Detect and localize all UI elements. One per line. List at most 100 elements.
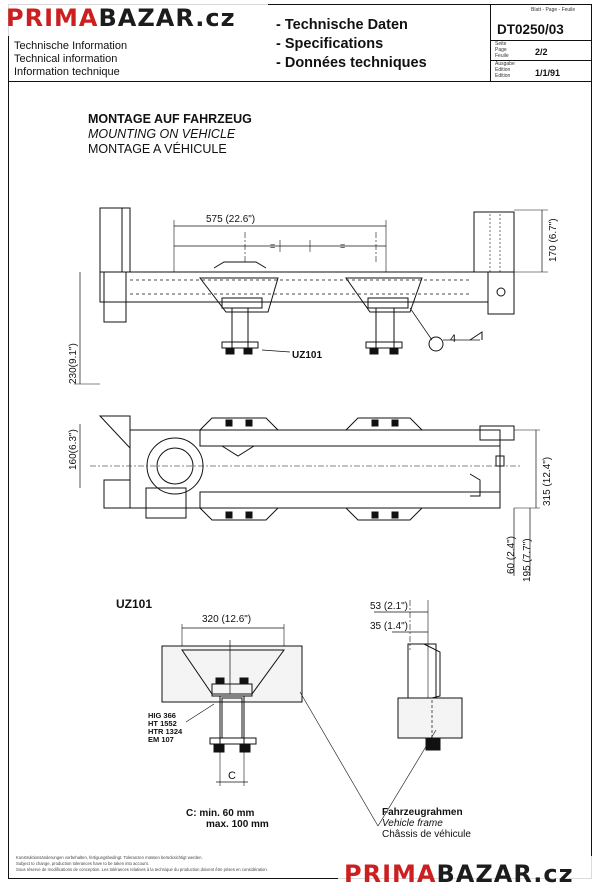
pin-hole [496,287,506,297]
frame-en: Vehicle frame [382,818,443,829]
dim-315-label: 315 (12.4") [542,457,553,506]
detail-bottom-plate [209,737,257,745]
clamp-top-right-lower [345,507,423,521]
nut-icon [215,677,225,685]
nut-icon [239,677,249,685]
model-ht: HT 1552 [148,719,177,728]
eq-mark-right: = [340,241,345,251]
edition-label-en: Edition [495,67,511,73]
callout-leader [261,349,291,353]
model-htr: HTR 1324 [148,727,183,736]
top-rail-upper [199,429,501,447]
footer-de: Konstruktionsänderungen vorbehalten, fer… [16,855,203,860]
edition-value: 1/1/91 [535,68,561,78]
spec-line-fr: - Données techniques [276,55,427,71]
clamp-left-plate [221,297,263,309]
frame-leader-a [299,691,379,827]
nut-icon [245,511,253,519]
watermark-top: PRIMABAZAR.cz [6,6,236,30]
left-end-plate [103,271,127,323]
footer-en: Subject to change, production tolerances… [16,861,149,866]
right-bracket [473,211,515,273]
nut-icon [371,511,379,519]
left-lower-plate [103,479,131,509]
info-line-fr: Information technique [14,66,120,78]
title-en: MOUNTING ON VEHICLE [88,127,236,141]
nut-icon [391,419,399,427]
clamp-left-body [198,277,279,313]
side-section-detail: 53 (2.1") 35 (1.4") [370,600,463,751]
document-number: DT0250/03 [497,22,564,37]
watermark-part2: BAZAR.cz [436,860,574,888]
uz101-detail: UZ101 320 (12.6") C [116,597,303,830]
document-box: Blatt - Page - Feuile DT0250/03 Seite Pa… [490,4,592,82]
dim-230-label: 230(9.1") [68,343,79,384]
pivot-inner [156,447,194,485]
footer-note: Konstruktionsänderungen vorbehalten, fer… [16,855,336,873]
dim-160-label: 160(6.3") [68,429,79,470]
edition-label-de: Ausgabe [495,61,515,67]
nut-icon [369,347,379,355]
title-de: MONTAGE AUF FAHRZEUG [88,112,252,126]
page-label-en: Page [495,47,507,53]
frame-leader-b [377,729,437,827]
weld-size: 4 [450,333,456,345]
nut-icon [225,511,233,519]
uz101-heading: UZ101 [116,597,152,611]
section-clamp-lip [423,643,441,701]
right-end-plate [487,271,515,315]
header-band [8,4,592,82]
detail-upper-plate [211,683,253,697]
eq-mark-left: = [270,241,275,251]
nut-icon [425,737,441,751]
nut-icon [213,743,225,753]
nut-icon [225,419,233,427]
uz101-callout: UZ101 [292,350,322,361]
nut-icon [371,419,379,427]
side-beam [99,271,489,303]
spec-line-de: - Technische Daten [276,17,408,33]
clamp-right-body [345,277,423,313]
doc-divider [491,40,591,41]
weld-symbol-icon [428,336,444,352]
clamp-top-right-upper [345,417,423,431]
c-note-max: max. 100 mm [206,819,269,830]
frame-fr: Châssis de véhicule [382,829,471,840]
clamp-right-plate [367,297,409,309]
frame-label: Fahrzeugrahmen Vehicle frame Châssis de … [299,691,471,840]
nut-icon [225,347,235,355]
nut-icon [389,347,399,355]
weld-triangle-icon [469,331,483,341]
dim-320-label: 320 (12.6") [202,614,251,625]
nut-icon [243,347,253,355]
clamp-left-bottom-plate [221,341,259,349]
left-bracket [99,207,131,273]
page-label-fr: Feuile [495,53,509,59]
watermark-backdrop-bottom [338,856,596,892]
dim-60-label: 60 (2.4") [506,536,517,574]
page-value: 2/2 [535,47,548,57]
watermark-part1: PRIMA [6,4,99,32]
clamp-right-bottom-plate [365,341,403,349]
top-rail-lower [199,491,501,509]
dim-195-label: 195 (7.7") [522,538,533,582]
page-label-de: Seite [495,41,507,47]
dim-53-label: 53 (2.1") [370,601,408,612]
model-hig: HIG 366 [148,711,176,720]
nut-icon [239,743,251,753]
footer-fr: Sous réserve de modifications de concept… [16,867,268,872]
top-view: 160(6.3") 315 (12.4") 60 (2.4") 195 (7.7… [68,415,553,582]
frame-title: Fahrzeugrahmen [382,807,463,818]
sheet-border [8,4,592,879]
specs-title: - Technische Daten - Specifications - Do… [276,16,427,73]
spec-line-en: - Specifications [276,36,384,52]
nut-icon [391,511,399,519]
info-block: Technische Information Technical informa… [14,40,127,79]
top-left-bracket [98,415,131,450]
info-line-de: Technische Information [14,40,128,52]
right-lug [495,455,505,467]
right-end-cap [479,425,515,441]
dim-575-label: 575 (22.6") [206,214,255,225]
